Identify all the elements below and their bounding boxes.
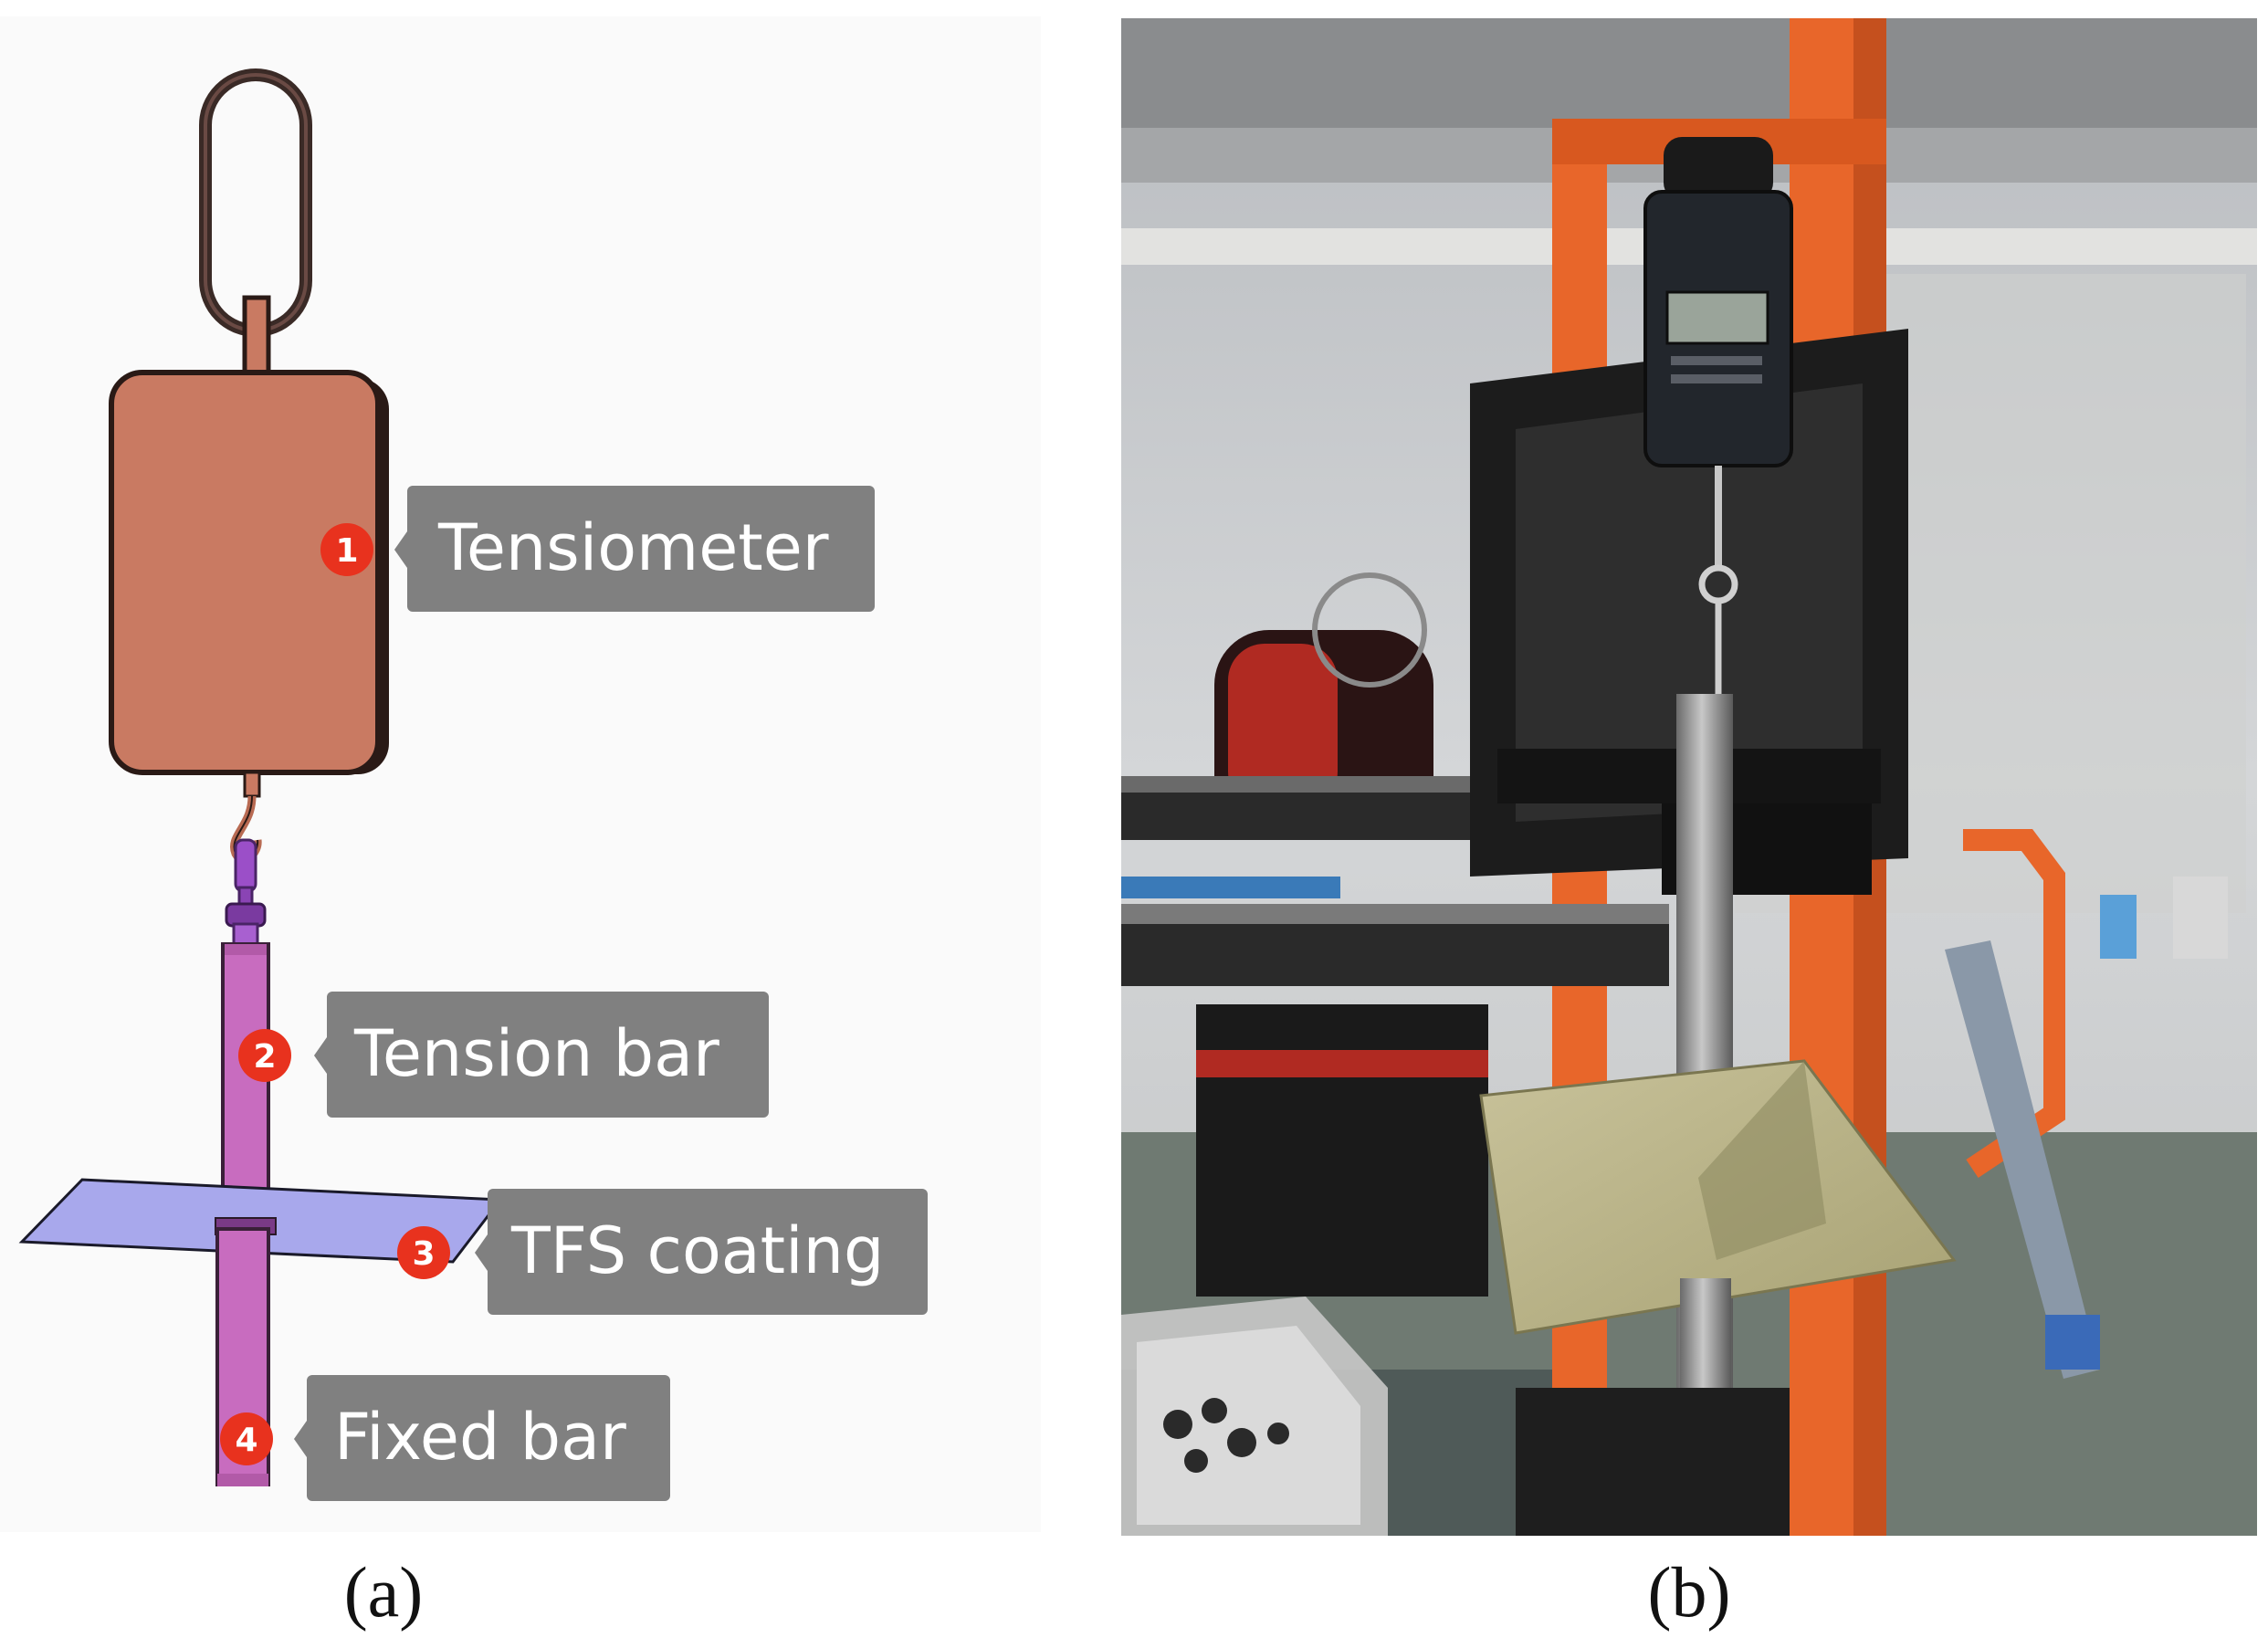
digital-tensiometer [1643, 137, 1793, 467]
callout-1: Tensiometer 1 [320, 486, 875, 612]
panel-b-photo [1121, 18, 2257, 1536]
callout-2-label: Tension bar [353, 1016, 719, 1091]
callout-4-box [307, 1375, 670, 1501]
callout-1-box [407, 486, 875, 612]
parts-box [1121, 1297, 1388, 1536]
callout-4-number: 4 [235, 1422, 257, 1459]
callout-4-label: Fixed bar [334, 1400, 626, 1475]
callout-3-box [488, 1189, 928, 1315]
panel-a-label: (a) [344, 1552, 424, 1632]
callout-4: Fixed bar 4 [220, 1375, 670, 1501]
panel-b-label: (b) [1648, 1552, 1731, 1632]
callout-3-number: 3 [412, 1235, 435, 1273]
panel-a-schematic: Tensiometer 1 Tension bar 2 TFS coating … [0, 16, 1041, 1532]
callout-3-marker [397, 1226, 450, 1279]
callout-3: TFS coating 3 [397, 1189, 928, 1315]
callout-3-label: TFS coating [510, 1213, 884, 1288]
callout-1-pointer [394, 531, 407, 568]
callout-4-marker [220, 1412, 273, 1465]
photo-hook-chain [1698, 466, 1738, 694]
callout-1-number: 1 [335, 532, 358, 570]
callout-4-pointer [294, 1421, 307, 1457]
ladder [1945, 940, 2100, 1379]
callout-2-number: 2 [253, 1038, 276, 1076]
tensiometer-display [1665, 290, 1769, 345]
callout-2-marker [238, 1029, 291, 1082]
callout-2-box [327, 992, 769, 1118]
base-block [1516, 1388, 1790, 1536]
callout-1-marker [320, 523, 373, 576]
callout-2: Tension bar 2 [238, 992, 769, 1118]
tensiometer-top-stem [242, 295, 271, 384]
callout-2-pointer [314, 1037, 327, 1074]
callout-3-pointer [475, 1234, 488, 1271]
callout-1-label: Tensiometer [437, 510, 829, 585]
ceiling-beam [1121, 18, 2257, 128]
